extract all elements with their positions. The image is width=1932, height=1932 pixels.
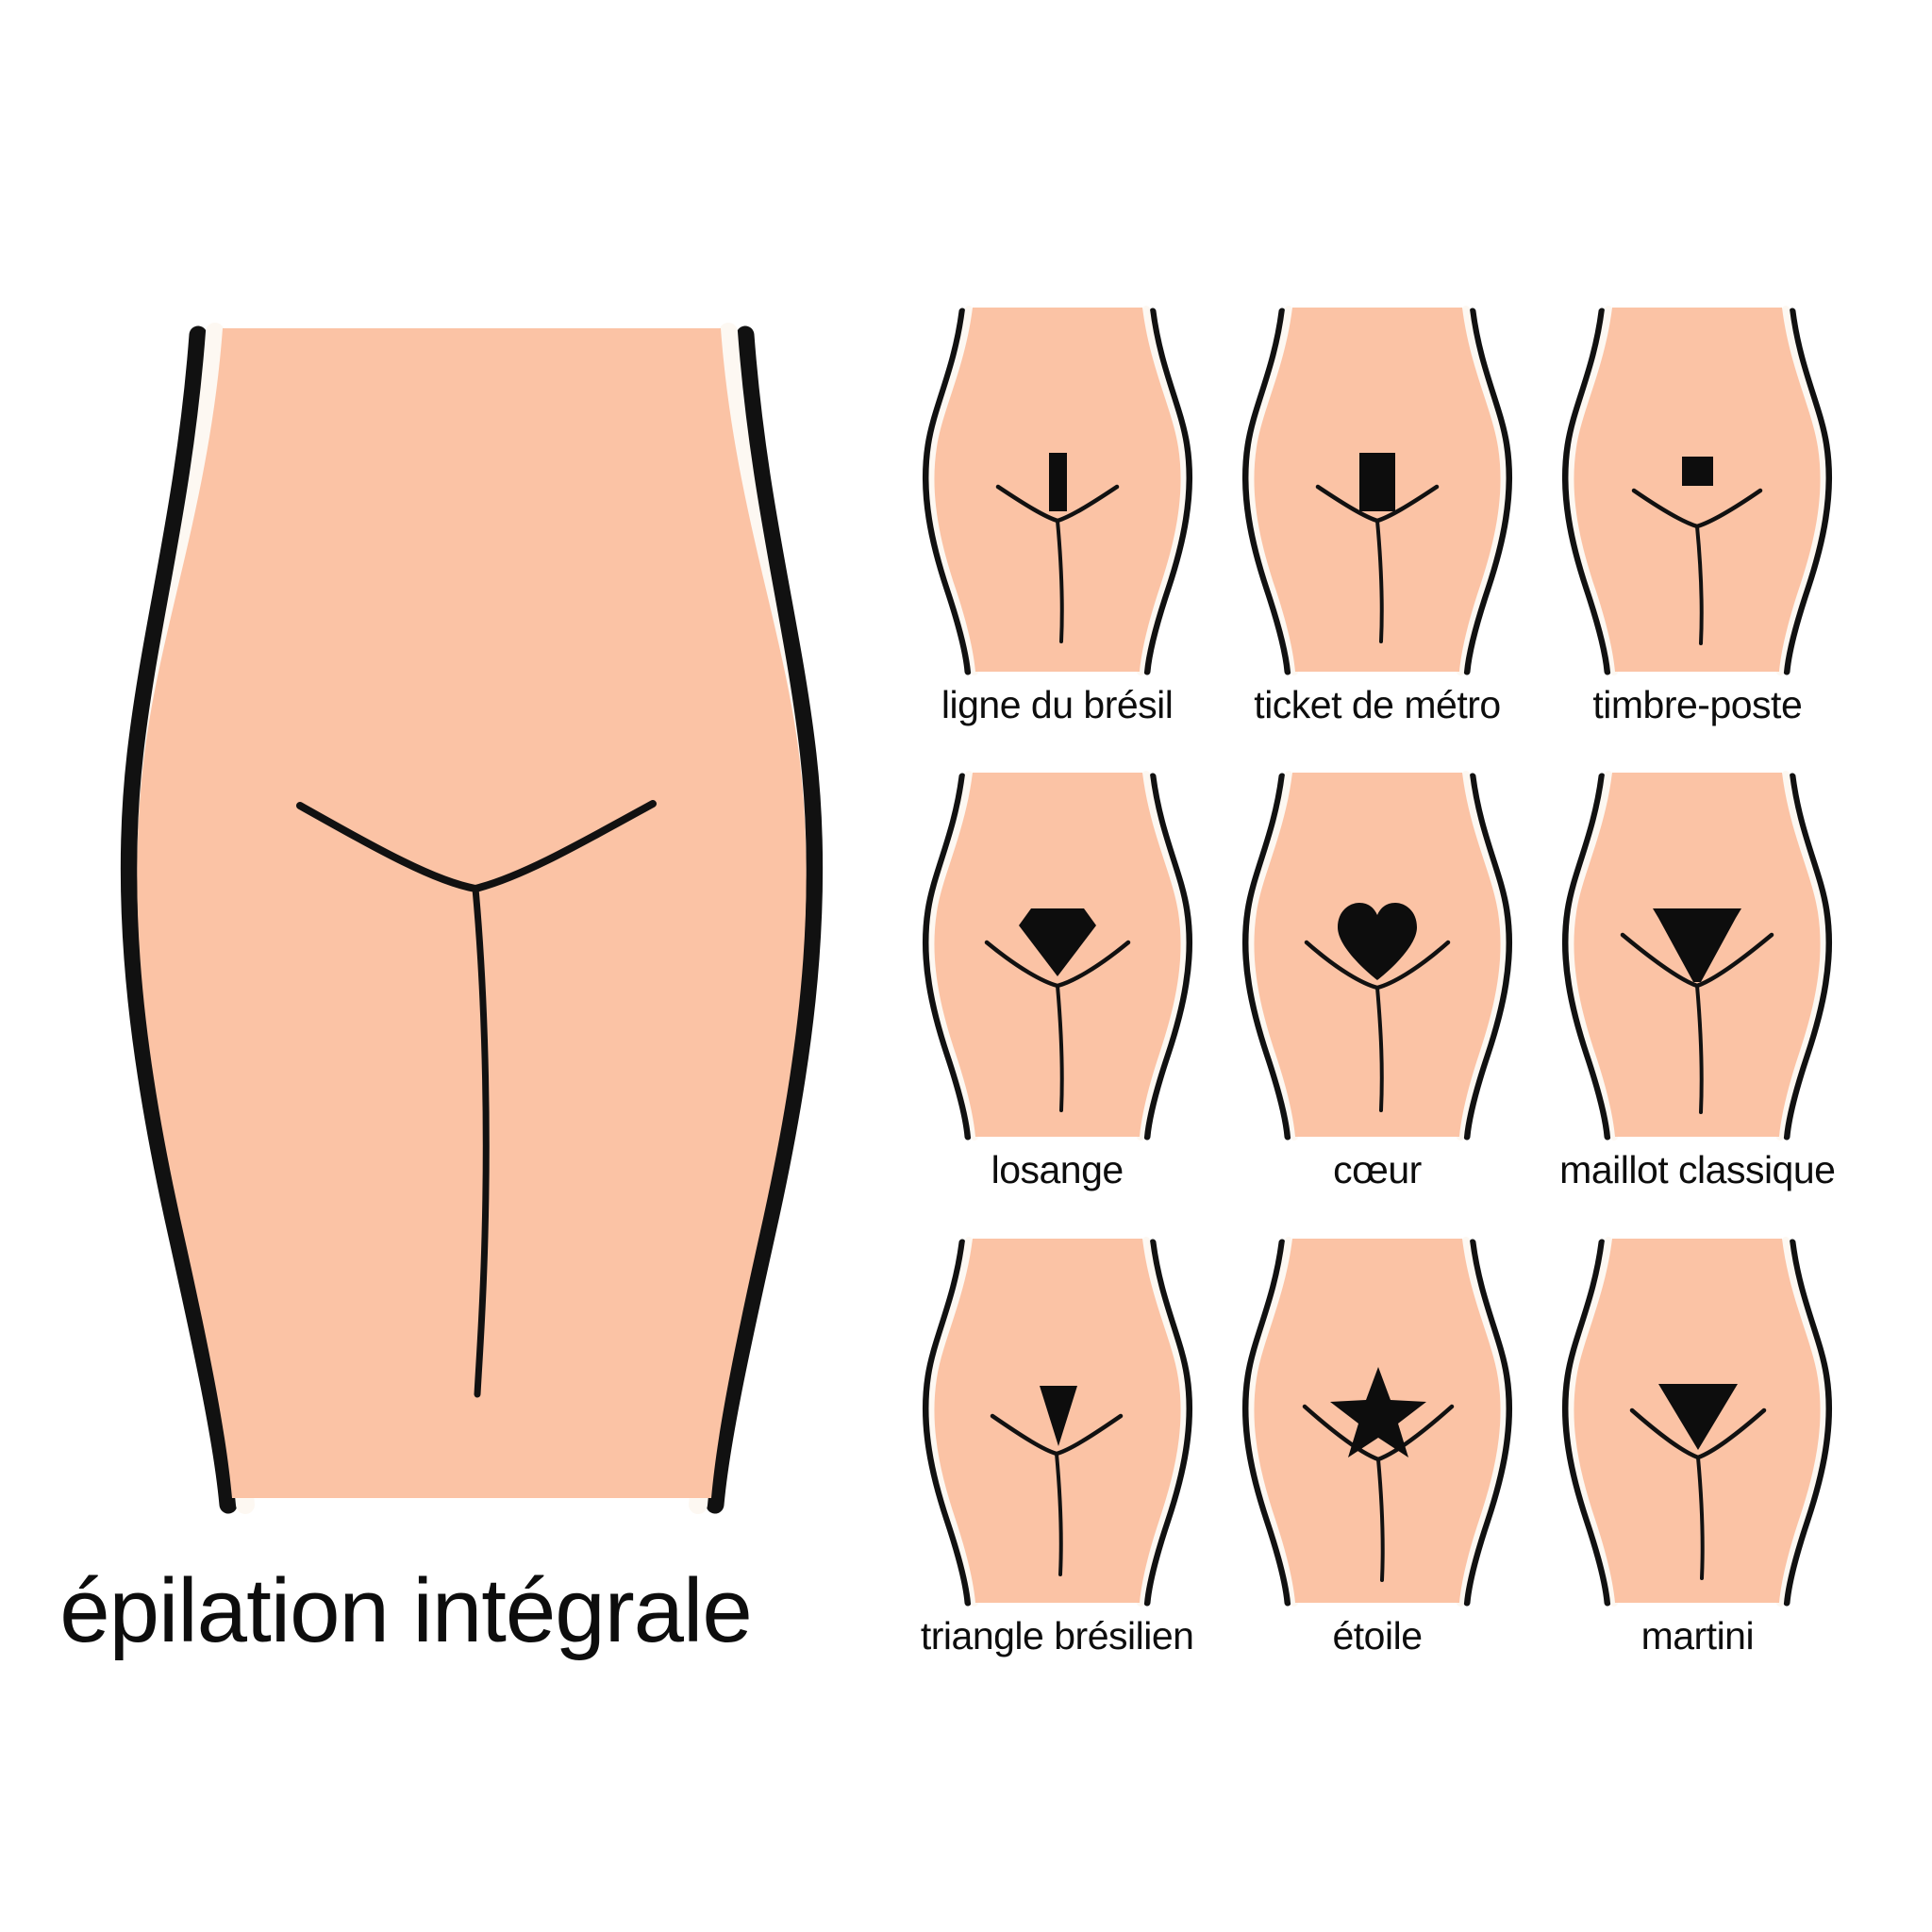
shape-wide-rectangle [1358, 453, 1395, 511]
hero-torso-figure [94, 311, 849, 1528]
torso-figure-losange [921, 767, 1194, 1144]
outline-strokes [1241, 773, 1513, 1141]
white-gap [928, 771, 1187, 1141]
style-label: étoile [1332, 1613, 1423, 1657]
style-label: ticket de métro [1254, 683, 1501, 726]
center-line [1054, 1451, 1063, 1576]
outline-strokes [1562, 308, 1833, 675]
style-cell-ticket-de-metro[interactable]: ticket de métro [1225, 302, 1528, 767]
style-label: ligne du brésil [941, 683, 1174, 726]
white-gap [1248, 1236, 1507, 1607]
outline-strokes [1562, 773, 1833, 1141]
center-line [1374, 519, 1384, 643]
outline-strokes [1562, 1239, 1833, 1607]
outline-strokes [1241, 308, 1513, 675]
torso-figure-ticket-de-metro [1241, 302, 1514, 679]
torso-figure-timbre-poste [1560, 302, 1834, 679]
torso-figure-martini [1560, 1233, 1834, 1610]
white-gap [1248, 306, 1507, 675]
torso-figure-coeur [1241, 767, 1514, 1144]
style-cell-maillot-classique[interactable]: maillot classique [1546, 767, 1849, 1232]
style-label: timbre-poste [1592, 683, 1803, 726]
hero-outline-strokes [120, 325, 824, 1514]
style-cell-coeur[interactable]: cœur [1225, 767, 1528, 1232]
center-line [1055, 519, 1064, 643]
white-gap [1568, 771, 1826, 1141]
center-line [1374, 986, 1384, 1113]
style-cell-losange[interactable]: losange [906, 767, 1208, 1232]
shape-square [1682, 457, 1714, 486]
hero-caption: épilation intégrale [59, 1560, 753, 1661]
hero-body-fill [137, 328, 807, 1498]
shape-narrow-triangle-down [1039, 1385, 1077, 1446]
style-label: martini [1641, 1613, 1755, 1657]
style-label: losange [991, 1148, 1124, 1192]
white-gap [928, 1236, 1187, 1607]
white-gap [928, 306, 1187, 675]
shape-gem-diamond [1018, 908, 1096, 977]
hero-center-line [472, 885, 490, 1398]
shape-wide-funnel-triangle [1653, 908, 1742, 983]
torso-figure-ligne-du-bresil [921, 302, 1194, 679]
torso-figure-maillot-classique [1560, 767, 1834, 1144]
outline-strokes [1241, 1239, 1513, 1607]
style-label: triangle brésilien [920, 1613, 1194, 1657]
white-gap [1248, 771, 1507, 1141]
shape-heart [1337, 903, 1417, 981]
body-fill [1574, 308, 1821, 672]
outline-strokes [922, 308, 1192, 675]
style-cell-triangle-bresilien[interactable]: triangle brésilien [906, 1233, 1208, 1698]
white-gap [1568, 306, 1826, 675]
style-cell-timbre-poste[interactable]: timbre-poste [1546, 302, 1849, 767]
shape-star [1329, 1366, 1426, 1457]
style-label: cœur [1333, 1148, 1422, 1192]
styles-grid: ligne du brésil [906, 302, 1849, 1698]
torso-figure-triangle-bresilien [921, 1233, 1194, 1610]
center-line [1055, 984, 1064, 1113]
style-cell-ligne-du-bresil[interactable]: ligne du brésil [906, 302, 1208, 767]
center-line [1375, 1457, 1385, 1582]
style-cell-martini[interactable]: martini [1546, 1233, 1849, 1698]
shape-wide-triangle-down [1658, 1383, 1739, 1450]
center-line [1696, 1455, 1706, 1580]
style-label: maillot classique [1559, 1148, 1836, 1192]
outline-strokes [922, 1239, 1192, 1607]
style-cell-etoile[interactable]: étoile [1225, 1233, 1528, 1698]
torso-figure-etoile [1241, 1233, 1514, 1610]
center-line [1695, 525, 1705, 645]
shape-vertical-strip [1048, 453, 1067, 511]
center-line [1695, 984, 1705, 1115]
outline-strokes [922, 773, 1192, 1141]
white-gap [1568, 1236, 1826, 1607]
